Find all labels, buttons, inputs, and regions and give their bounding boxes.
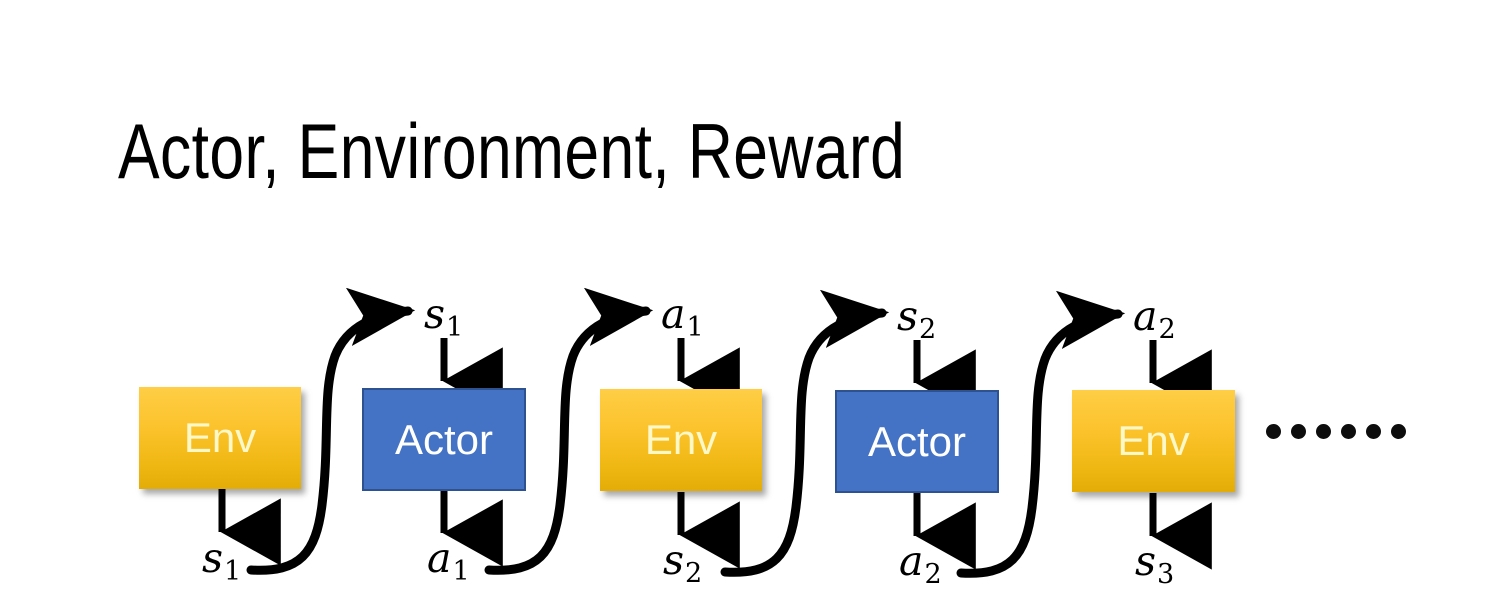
ellipsis-dot — [1341, 424, 1356, 439]
ellipsis-dot — [1266, 424, 1281, 439]
node-actor-2[interactable]: Actor — [835, 390, 999, 493]
continuation-ellipsis — [1266, 424, 1406, 439]
subscript: 2 — [685, 558, 703, 590]
node-label: Env — [1117, 417, 1190, 464]
vertical-arrows-out-of-boxes — [218, 489, 1212, 570]
label-bottom-a2: a2 — [899, 541, 942, 589]
symbol: s — [202, 534, 224, 582]
page-title: Actor, Environment, Reward — [118, 107, 906, 195]
ellipsis-dot — [1316, 424, 1331, 439]
symbol: s — [1135, 537, 1157, 585]
node-env-3[interactable]: Env — [1072, 390, 1235, 492]
node-label: Env — [183, 414, 257, 461]
ellipsis-dot — [1391, 424, 1406, 439]
label-bottom-a1: a1 — [427, 538, 470, 586]
symbol: a — [1133, 292, 1158, 340]
subscript: 2 — [924, 559, 942, 591]
node-env-2[interactable]: Env — [600, 389, 762, 491]
node-label: Actor — [394, 415, 494, 463]
ellipsis-dot — [1366, 424, 1381, 439]
symbol: a — [899, 537, 924, 585]
subscript: 1 — [452, 556, 470, 588]
subscript: 3 — [1157, 559, 1175, 591]
label-bottom-s1: s1 — [202, 538, 241, 586]
ellipsis-dot — [1291, 424, 1306, 439]
label-top-s1: s1 — [424, 294, 463, 342]
label-bottom-s3: s3 — [1135, 541, 1174, 589]
symbol: a — [661, 290, 686, 338]
subscript: 2 — [919, 314, 937, 346]
ellipsis-group-1 — [1266, 424, 1331, 439]
subscript: 1 — [686, 312, 704, 344]
label-top-a2: a2 — [1133, 296, 1176, 344]
symbol: s — [897, 292, 919, 340]
vertical-arrows-into-boxes — [440, 338, 1212, 417]
symbol: s — [424, 290, 446, 338]
symbol: a — [427, 534, 452, 582]
label-bottom-s2: s2 — [663, 540, 702, 588]
ellipsis-group-2 — [1341, 424, 1406, 439]
node-actor-1[interactable]: Actor — [362, 388, 526, 491]
symbol: s — [663, 536, 685, 584]
subscript: 2 — [1158, 314, 1176, 346]
label-top-s2: s2 — [897, 296, 936, 344]
node-label: Actor — [867, 417, 967, 465]
subscript: 1 — [446, 312, 464, 344]
subscript: 1 — [224, 556, 242, 588]
node-env-1[interactable]: Env — [139, 387, 301, 489]
label-top-a1: a1 — [661, 294, 704, 342]
node-label: Env — [644, 416, 718, 463]
